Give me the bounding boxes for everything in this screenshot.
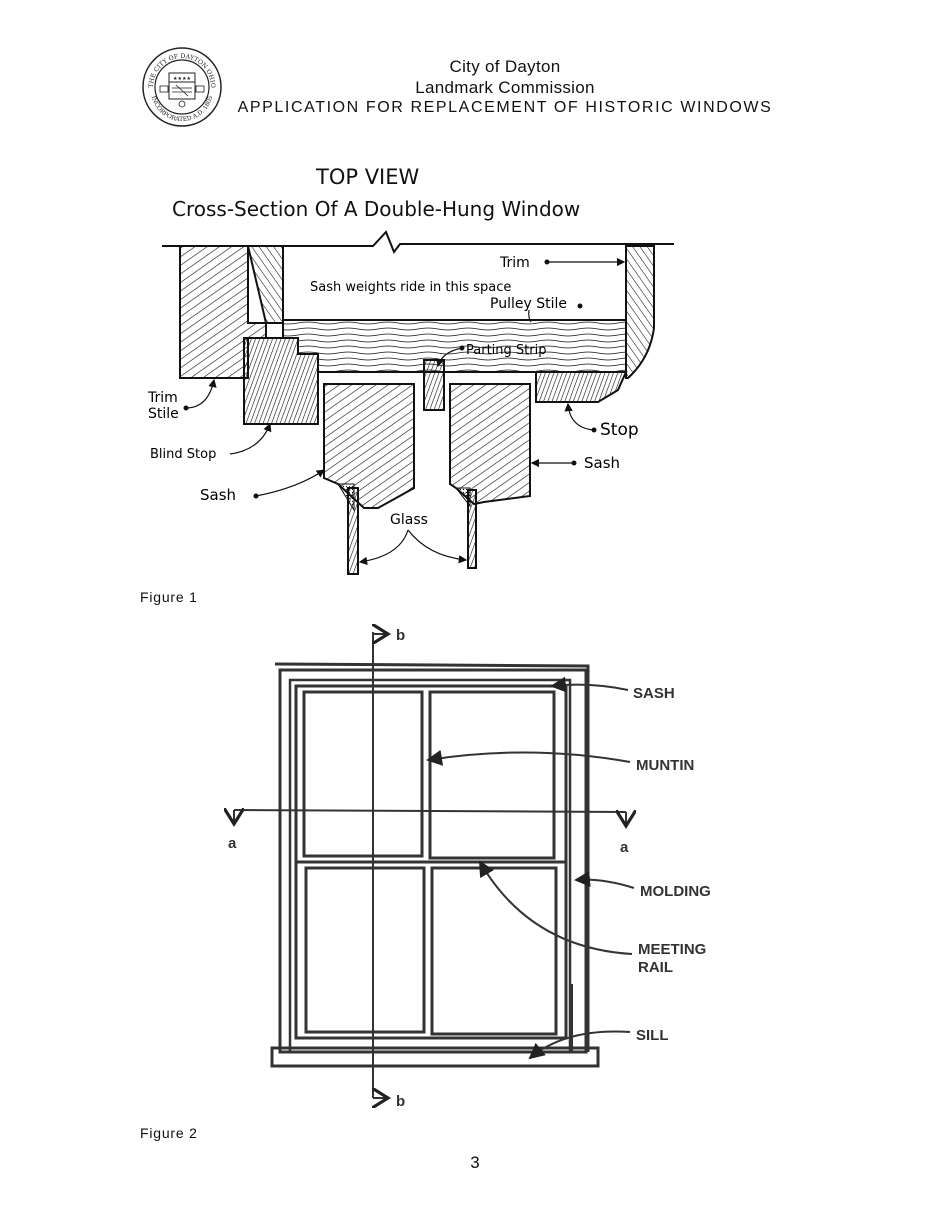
label-parting-strip: Parting Strip	[466, 343, 546, 358]
pulley-stile-beam	[282, 319, 627, 373]
wall-line	[162, 230, 674, 255]
label-glass: Glass	[390, 512, 428, 528]
lower-right-pane	[430, 866, 558, 1036]
fig1-title-top-view: TOP VIEW	[315, 165, 420, 189]
label-stop: Stop	[600, 420, 639, 440]
city-seal: THE CITY OF DAYTON OHIO INCORPORATED A.D…	[142, 47, 222, 127]
label-sash-left: Sash	[200, 486, 236, 504]
label-sash: SASH	[633, 685, 675, 702]
right-glass-pane	[467, 489, 477, 569]
svg-text:THE CITY OF DAYTON OHIO: THE CITY OF DAYTON OHIO	[148, 53, 216, 88]
header-application-title: APPLICATION FOR REPLACEMENT OF HISTORIC …	[237, 99, 773, 116]
section-label-a-left: a	[228, 835, 237, 852]
section-line-a	[233, 809, 627, 813]
parting-strip-block	[423, 359, 445, 411]
window-sill	[270, 1046, 600, 1068]
svg-text:★★★★: ★★★★	[173, 76, 191, 82]
lower-sash	[294, 860, 568, 1040]
lower-left-pane	[304, 866, 426, 1034]
stop-block	[535, 371, 628, 403]
label-trim-stile-line1: Trim	[147, 390, 178, 406]
label-muntin: MUNTIN	[636, 757, 694, 774]
figure-2-caption: Figure 2	[140, 1125, 198, 1141]
seal-text-top: THE CITY OF DAYTON OHIO	[148, 53, 216, 88]
figure-1-cross-section-diagram: TOP VIEW Cross-Section Of A Double-Hung …	[147, 165, 674, 575]
label-blind-stop: Blind Stop	[150, 447, 216, 462]
label-trim-top: Trim	[499, 255, 530, 271]
right-trim-block	[625, 245, 655, 379]
header-city: City of Dayton	[449, 57, 561, 76]
label-trim-stile-line2: Stile	[148, 406, 179, 422]
label-sash-weights: Sash weights ride in this space	[310, 280, 511, 295]
label-molding: MOLDING	[640, 883, 711, 900]
header-commission: Landmark Commission	[415, 78, 595, 97]
label-sash-right: Sash	[584, 454, 620, 472]
left-glass-pane	[347, 487, 359, 575]
section-label-b-top: b	[396, 627, 405, 644]
section-label-b-bottom: b	[396, 1093, 405, 1110]
label-meeting-rail-line2: RAIL	[638, 959, 673, 976]
label-pulley-stile: Pulley Stile	[490, 296, 567, 312]
window-frame-inner	[288, 678, 572, 1054]
page-number: 3	[470, 1153, 480, 1172]
upper-left-pane	[302, 690, 424, 858]
label-meeting-rail-line1: MEETING	[638, 941, 706, 958]
label-sill: SILL	[636, 1027, 669, 1044]
trim-stile-block	[246, 245, 284, 324]
figure-2-window-elevation-diagram: b b a a SASH MUNTIN MOLDING MEETING RAIL…	[170, 618, 711, 1110]
left-sash-block	[323, 383, 415, 509]
section-label-a-right: a	[620, 839, 629, 856]
figure-1-caption: Figure 1	[140, 589, 198, 605]
right-sash-block	[449, 383, 531, 506]
fig1-title-cross-section: Cross-Section Of A Double-Hung Window	[172, 197, 580, 221]
upper-right-pane	[428, 690, 556, 860]
